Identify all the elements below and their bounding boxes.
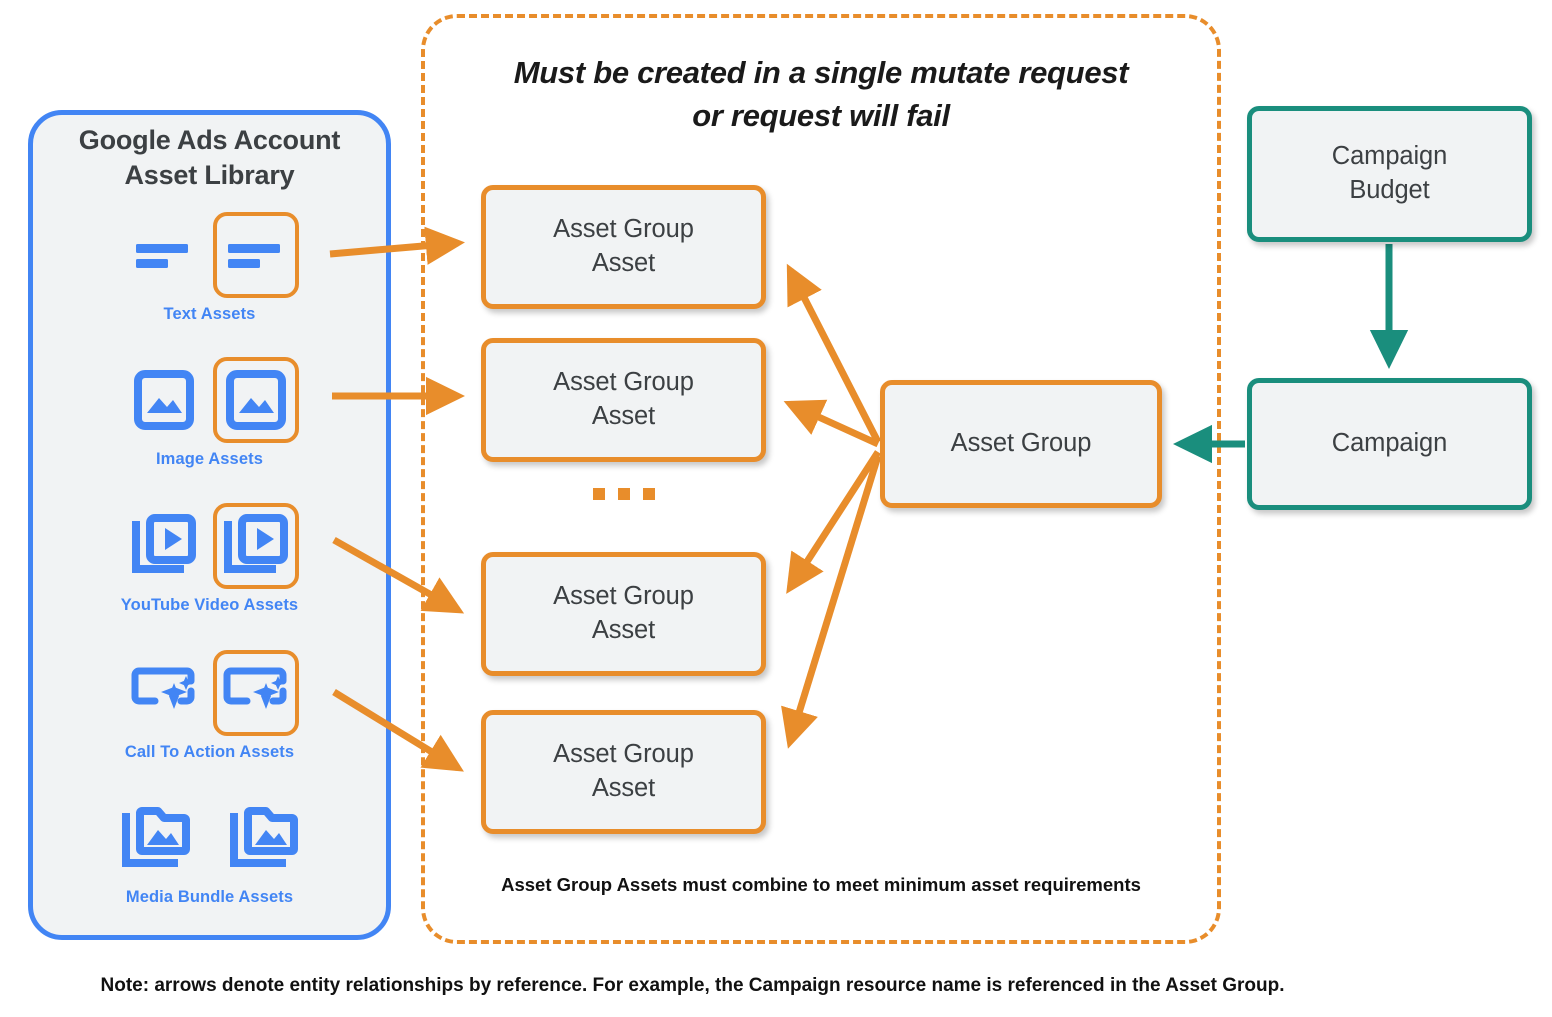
asset-group-asset-label-3-line2: Asset [591, 616, 656, 644]
asset-library-title-line-1: Google Ads Account [78, 125, 341, 155]
asset-group-asset-label-2-line2: Asset [591, 402, 656, 430]
asset-group-asset-label-3-line1: Asset Group [553, 582, 694, 611]
campaign-budget-label: Campaign Budget [1331, 140, 1448, 207]
asset-caption-text: Text Assets [163, 305, 256, 323]
campaign-node[interactable]: Campaign [1247, 378, 1532, 510]
asset-library-title-line-2: Asset Library [124, 159, 295, 190]
video-play-icon-selected[interactable] [212, 503, 299, 589]
asset-group-asset-label-1-line2: Asset [591, 249, 656, 277]
mutate-request-title: Must be created in a single mutate reque… [421, 52, 1221, 138]
folder-image-icon-2 [221, 795, 307, 881]
asset-group-label: Asset Group [950, 429, 1092, 458]
asset-group-asset-label-1: Asset Group Asset [553, 213, 694, 280]
campaign-budget-label-line2: Budget [1349, 176, 1430, 204]
asset-group-asset-node-4[interactable]: Asset Group Asset [481, 710, 766, 834]
asset-row-media-bundle: Media Bundle Assets [33, 790, 386, 907]
mutate-request-container [421, 14, 1221, 944]
image-icon [121, 357, 207, 443]
call-to-action-sparkle-icon-glyph [131, 667, 194, 709]
image-icon-glyph [133, 370, 194, 430]
call-to-action-sparkle-icon-glyph-selected [223, 667, 286, 709]
campaign-label: Campaign [1331, 429, 1448, 458]
image-icon-selected[interactable] [212, 357, 299, 443]
call-to-action-sparkle-icon [121, 650, 207, 736]
asset-row-text: Text Assets [33, 207, 386, 324]
text-lines-icon-glyph-selected [227, 244, 280, 268]
asset-icons-video [33, 498, 386, 594]
ellipsis-dot-1 [592, 488, 605, 500]
text-lines-icon-glyph [135, 244, 188, 268]
video-play-icon [121, 503, 207, 589]
folder-image-icon-glyph [121, 807, 190, 867]
asset-caption-cta: Call To Action Assets [124, 743, 295, 761]
mutate-title-line-2: or request will fail [692, 97, 950, 133]
asset-library-title: Google Ads Account Asset Library [33, 123, 386, 192]
call-to-action-sparkle-icon-selected[interactable] [212, 650, 299, 736]
asset-library-panel: Google Ads Account Asset Library [28, 110, 391, 940]
asset-group-asset-label-1-line1: Asset Group [553, 215, 694, 244]
asset-caption-video: YouTube Video Assets [120, 596, 299, 614]
asset-group-asset-label-3: Asset Group Asset [553, 580, 694, 647]
ellipsis-dot-2 [617, 488, 630, 500]
asset-caption-media-bundle: Media Bundle Assets [125, 888, 294, 906]
asset-icons-image [33, 352, 386, 448]
ellipsis-indicator [481, 488, 766, 500]
asset-icons-cta [33, 645, 386, 741]
folder-image-icon-glyph-2 [229, 807, 298, 867]
asset-row-cta: Call To Action Assets [33, 645, 386, 762]
video-play-icon-glyph [131, 514, 196, 573]
campaign-budget-node[interactable]: Campaign Budget [1247, 106, 1532, 242]
asset-icons-text [33, 207, 386, 303]
asset-caption-image: Image Assets [156, 450, 263, 468]
text-lines-icon-selected[interactable] [212, 212, 299, 298]
asset-group-asset-label-2: Asset Group Asset [553, 366, 694, 433]
ellipsis-dot-3 [642, 488, 655, 500]
text-lines-icon [121, 212, 207, 298]
asset-group-asset-label-2-line1: Asset Group [553, 368, 694, 397]
asset-group-asset-node-1[interactable]: Asset Group Asset [481, 185, 766, 309]
mutate-footnote: Asset Group Assets must combine to meet … [501, 874, 1141, 895]
asset-group-asset-node-3[interactable]: Asset Group Asset [481, 552, 766, 676]
image-icon-glyph-selected [225, 370, 286, 430]
asset-group-asset-node-2[interactable]: Asset Group Asset [481, 338, 766, 462]
asset-row-image: Image Assets [33, 352, 386, 469]
asset-row-video: YouTube Video Assets [33, 498, 386, 615]
asset-group-node[interactable]: Asset Group [880, 380, 1162, 508]
mutate-title-line-1: Must be created in a single mutate reque… [513, 55, 1129, 90]
video-play-icon-glyph-selected [223, 514, 288, 573]
asset-group-asset-label-4: Asset Group Asset [553, 738, 694, 805]
asset-group-asset-label-4-line1: Asset Group [553, 740, 694, 769]
campaign-budget-label-line1: Campaign [1331, 142, 1448, 171]
asset-icons-media-bundle [33, 790, 386, 886]
folder-image-icon [113, 795, 199, 881]
footer-note: Note: arrows denote entity relationships… [100, 975, 1285, 996]
asset-group-asset-label-4-line2: Asset [591, 774, 656, 802]
